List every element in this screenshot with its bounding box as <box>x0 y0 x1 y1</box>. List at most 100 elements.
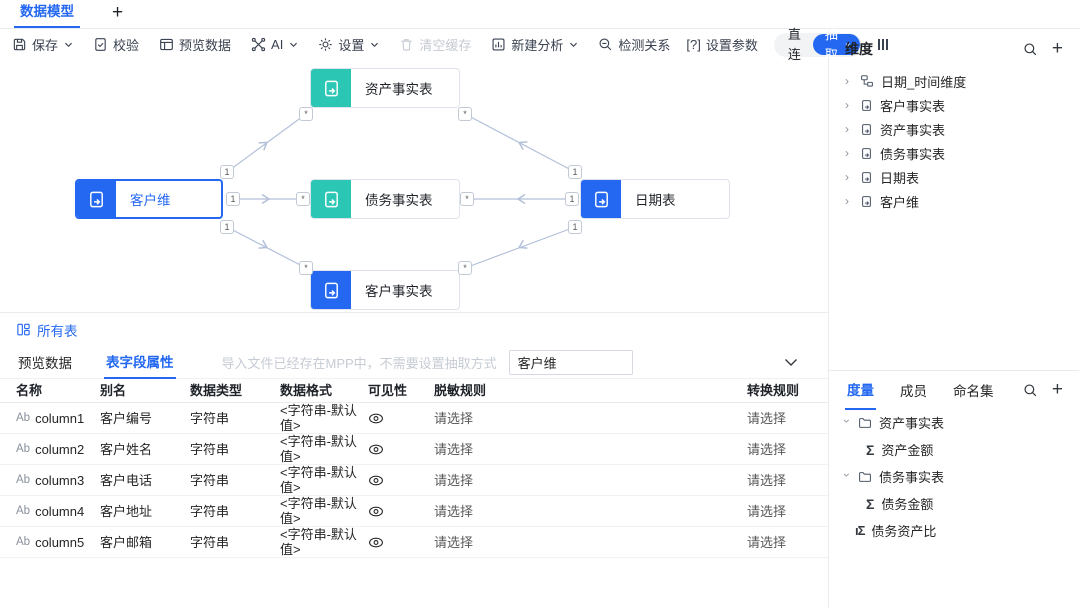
transform-rule-select[interactable]: 请选择 <box>747 441 787 457</box>
tab-preview-data[interactable]: 预览数据 <box>18 356 72 371</box>
chevron-right-icon[interactable]: › <box>845 146 849 160</box>
set-params-label: 设置参数 <box>705 38 758 53</box>
canvas-node-customer-fact-table[interactable]: 客户事实表 <box>310 270 460 310</box>
string-type-icon: Ab <box>16 504 31 517</box>
dimension-item-customer-fact[interactable]: › 客户事实表 <box>829 93 1079 117</box>
canvas-node-asset-fact-table[interactable]: 资产事实表 <box>310 68 460 108</box>
validate-button[interactable]: 校验 <box>93 35 139 54</box>
all-tables-link[interactable]: 所有表 <box>0 313 828 346</box>
visibility-eye-icon[interactable] <box>368 506 434 517</box>
new-analysis-label: 新建分析 <box>511 38 564 53</box>
chevron-down-icon <box>785 358 797 366</box>
tab-measures[interactable]: 度量 <box>845 371 876 410</box>
field-alias[interactable]: 客户电话 <box>100 472 153 488</box>
mode-extract-option[interactable]: 抽取 <box>812 27 860 62</box>
new-analysis-button[interactable]: 新建分析 <box>491 35 578 54</box>
mask-rule-select[interactable]: 请选择 <box>434 534 474 550</box>
field-name: column2 <box>35 441 85 457</box>
search-icon[interactable] <box>1023 42 1038 57</box>
field-alias[interactable]: 客户编号 <box>100 410 153 426</box>
field-alias[interactable]: 客户邮箱 <box>100 534 153 550</box>
transform-rule-select[interactable]: 请选择 <box>747 410 787 426</box>
field-alias[interactable]: 客户姓名 <box>100 441 153 457</box>
measure-group-label: 债务事实表 <box>879 470 945 485</box>
dimension-item-debt-fact[interactable]: › 债务事实表 <box>829 141 1079 165</box>
search-icon[interactable] <box>1023 383 1038 398</box>
chevron-right-icon[interactable]: › <box>845 122 849 136</box>
settings-button[interactable]: 设置 <box>318 35 379 54</box>
transform-rule-select[interactable]: 请选择 <box>747 503 787 519</box>
dimension-label: 债务事实表 <box>880 146 946 162</box>
chevron-right-icon[interactable]: › <box>845 74 849 88</box>
clear-cache-button[interactable]: 清空缓存 <box>399 35 471 54</box>
detect-relations-button[interactable]: 检测关系 <box>598 35 670 54</box>
measure-item-debt-amount[interactable]: Σ 债务金额 <box>829 490 1079 517</box>
table-doc-icon <box>862 123 871 135</box>
field-datatype: 字符串 <box>190 472 230 488</box>
col-header-mask-rule: 脱敏规则 <box>434 383 487 398</box>
field-format-select[interactable]: <字符串-默认值> <box>280 527 357 557</box>
field-table-header: 名称 别名 数据类型 数据格式 可见性 脱敏规则 转换规则 <box>0 379 828 403</box>
add-measure-button[interactable]: + <box>1051 379 1063 400</box>
field-datatype: 字符串 <box>190 410 230 426</box>
table-filter-input[interactable] <box>508 349 633 375</box>
preview-data-button[interactable]: 预览数据 <box>159 35 231 54</box>
canvas-node-date-table[interactable]: 日期表 <box>580 179 730 219</box>
cardinality-marker: * <box>296 192 310 206</box>
visibility-eye-icon[interactable] <box>368 475 434 486</box>
visibility-eye-icon[interactable] <box>368 413 434 424</box>
chevron-down-icon[interactable]: › <box>840 418 854 423</box>
measure-group-label: 资产事实表 <box>879 416 945 431</box>
canvas-node-debt-fact-table[interactable]: 债务事实表 <box>310 179 460 219</box>
add-tab-button[interactable]: + <box>112 2 124 23</box>
canvas-node-customer-dim[interactable]: 客户维 <box>75 179 223 219</box>
string-type-icon: Ab <box>16 442 31 455</box>
add-dimension-button[interactable]: + <box>1051 38 1063 59</box>
tab-members[interactable]: 成员 <box>900 384 927 399</box>
cardinality-marker: * <box>458 107 472 121</box>
visibility-eye-icon[interactable] <box>368 444 434 455</box>
dimension-item-date-time[interactable]: › 日期_时间维度 <box>829 69 1079 93</box>
mode-direct-option[interactable]: 直连 <box>787 26 801 62</box>
tab-data-model[interactable]: 数据模型 <box>14 0 80 28</box>
model-canvas[interactable]: 资产事实表 客户维 债务事实表 日期表 客户事实表 <box>0 60 828 312</box>
field-format-select[interactable]: <字符串-默认值> <box>280 434 357 464</box>
panel-columns-toggle-icon[interactable] <box>877 39 888 50</box>
measure-group-asset-fact[interactable]: › 资产事实表 <box>829 409 1079 436</box>
field-format-select[interactable]: <字符串-默认值> <box>280 465 357 495</box>
tab-named-sets[interactable]: 命名集 <box>953 384 994 399</box>
dimension-label: 日期表 <box>880 170 920 186</box>
string-type-icon: Ab <box>16 473 31 486</box>
measure-group-debt-fact[interactable]: › 债务事实表 <box>829 463 1079 490</box>
set-params-button[interactable]: [?] 设置参数 <box>686 35 757 54</box>
ai-button[interactable]: AI <box>251 37 298 52</box>
mask-rule-select[interactable]: 请选择 <box>434 441 474 457</box>
cardinality-marker: 1 <box>220 220 234 234</box>
clear-cache-label: 清空缓存 <box>419 38 472 53</box>
field-format-select[interactable]: <字符串-默认值> <box>280 496 357 526</box>
cardinality-marker: 1 <box>220 165 234 179</box>
chevron-right-icon[interactable]: › <box>845 170 849 184</box>
transform-rule-select[interactable]: 请选择 <box>747 472 787 488</box>
measure-item-asset-amount[interactable]: Σ 资产金额 <box>829 436 1079 463</box>
tab-field-properties[interactable]: 表字段属性 <box>104 345 176 379</box>
chevron-right-icon[interactable]: › <box>845 98 849 112</box>
measure-label: 资产金额 <box>881 443 934 458</box>
chevron-right-icon[interactable]: › <box>845 194 849 208</box>
mask-rule-select[interactable]: 请选择 <box>434 410 474 426</box>
field-alias[interactable]: 客户地址 <box>100 503 153 519</box>
save-button[interactable]: 保存 <box>12 35 73 54</box>
measure-item-debt-asset-ratio[interactable]: ıΣ 债务资产比 <box>829 517 1079 544</box>
collapse-panel-button[interactable] <box>784 358 798 367</box>
dimension-item-date-table[interactable]: › 日期表 <box>829 165 1079 189</box>
validate-icon <box>95 38 106 51</box>
dimension-item-customer-dim[interactable]: › 客户维 <box>829 189 1079 213</box>
visibility-eye-icon[interactable] <box>368 537 434 548</box>
transform-rule-select[interactable]: 请选择 <box>747 534 787 550</box>
mask-rule-select[interactable]: 请选择 <box>434 503 474 519</box>
field-format-select[interactable]: <字符串-默认值> <box>280 403 357 433</box>
chevron-down-icon[interactable]: › <box>840 472 854 477</box>
dimension-item-asset-fact[interactable]: › 资产事实表 <box>829 117 1079 141</box>
mask-rule-select[interactable]: 请选择 <box>434 472 474 488</box>
